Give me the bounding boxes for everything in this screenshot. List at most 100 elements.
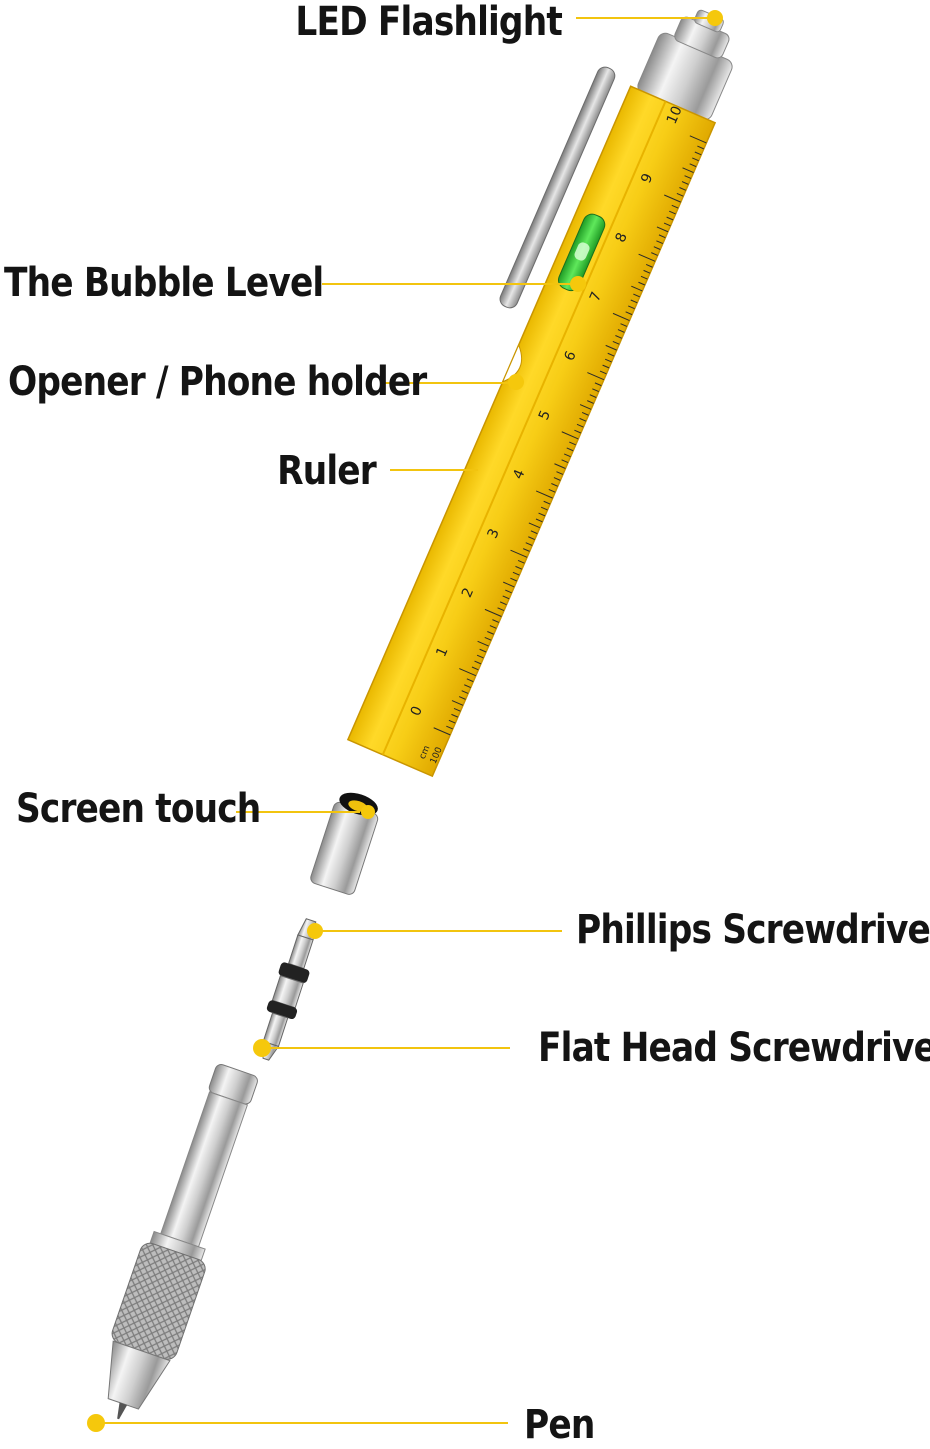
ruler-tick: [510, 577, 518, 582]
ruler-tick: [574, 429, 582, 434]
ruler-tick: [548, 488, 556, 493]
ruler-tick: [502, 595, 510, 600]
flathead-dot: [253, 1039, 271, 1057]
label-bubble-level: The Bubble Level: [4, 260, 324, 306]
label-ruler: Ruler: [277, 448, 377, 494]
ruler-tick: [466, 678, 474, 683]
ruler-tick: [464, 684, 471, 688]
ruler-tick: [631, 285, 643, 292]
ruler-tick: [602, 364, 610, 369]
ruler-tick: [499, 601, 507, 606]
phillips-dot: [307, 923, 323, 939]
ruler-tick: [666, 216, 674, 221]
label-screen-touch: Screen touch: [16, 786, 261, 832]
ruler-tick: [484, 636, 492, 641]
ruler-tick: [543, 500, 551, 505]
ruler-tick: [689, 135, 707, 144]
ruler-tick: [492, 619, 500, 623]
ruler-tick: [459, 668, 477, 677]
ruler-tick: [607, 352, 615, 357]
ruler-tick: [563, 453, 571, 458]
ruler-tick: [479, 648, 487, 653]
ruler-tick: [569, 441, 576, 446]
ruler-tick: [640, 275, 648, 280]
label-pen: Pen: [524, 1402, 595, 1448]
ruler-tick: [451, 713, 459, 718]
label-phillips-screwdriver: Phillips Screwdriver: [576, 907, 930, 953]
ruler-tick: [617, 329, 625, 333]
ruler-tick: [620, 323, 628, 327]
ruler-tick: [589, 394, 597, 398]
ruler-tick: [653, 246, 661, 250]
ruler-tick: [484, 608, 502, 617]
ruler-tick: [592, 388, 599, 393]
ruler-tick: [681, 181, 689, 185]
ruler-tick: [525, 542, 533, 546]
ruler-tick: [612, 340, 620, 345]
silver-pen: [107, 1064, 258, 1420]
ruler-tick: [540, 506, 548, 511]
ruler-tick: [517, 559, 525, 564]
ruler-tick: [587, 400, 594, 404]
ruler-tick: [487, 631, 494, 635]
opener-dot: [508, 374, 524, 390]
ruler-tick: [461, 690, 469, 694]
pocket-clip: [499, 66, 616, 309]
ruler-tick: [448, 719, 456, 724]
ruler-tick: [510, 549, 528, 558]
ruler-tick: [477, 640, 489, 647]
ruler-tick: [433, 727, 451, 736]
ruler-tick: [643, 269, 651, 274]
ruler-tick: [561, 431, 579, 440]
ruler-tick: [612, 312, 630, 321]
ruler-tick: [633, 293, 640, 298]
ruler-tick: [671, 204, 679, 209]
ruler-tick: [497, 607, 505, 612]
ruler-tick: [453, 707, 461, 712]
ruler-tick: [505, 589, 512, 594]
ruler-tick: [676, 192, 684, 197]
screen-dot: [361, 805, 375, 819]
ruler-tick: [451, 700, 464, 706]
ruler-tick: [561, 459, 569, 464]
ruler-tick: [556, 471, 564, 475]
ruler-tick: [697, 145, 704, 150]
ruler-tick: [471, 666, 479, 671]
ruler-tick: [522, 548, 530, 552]
ruler-tick: [535, 518, 543, 523]
ruler-tick: [535, 490, 553, 499]
opener-notch: [501, 343, 523, 383]
ruler-tick: [538, 512, 546, 517]
ruler-tick: [512, 571, 520, 576]
ruler-tick: [553, 477, 561, 481]
ruler-tick: [554, 463, 566, 469]
ruler-tick: [630, 299, 638, 304]
knurled-grip: [111, 1242, 206, 1360]
ruler-tick: [638, 253, 656, 262]
ruler-tick: [528, 536, 535, 541]
ruler-tick: [625, 311, 633, 316]
ruler-tick: [692, 157, 699, 162]
ruler-tick: [503, 581, 515, 588]
ruler-tick: [599, 370, 607, 375]
ruler-tick: [689, 163, 697, 168]
ruler-tick: [651, 252, 658, 256]
ruler-tick: [604, 358, 612, 363]
ruler-tick: [679, 187, 687, 191]
ruler-tick: [605, 344, 617, 351]
ruler-tick: [579, 417, 587, 422]
ruler-tick: [628, 305, 635, 310]
label-led-flashlight: LED Flashlight: [295, 0, 562, 45]
ruler-tick: [566, 447, 574, 452]
ruler-tick: [664, 194, 681, 203]
ruler-tick: [551, 483, 558, 487]
ruler-scale: [433, 135, 707, 736]
ruler-tick: [638, 281, 646, 286]
ruler-tick: [458, 696, 466, 700]
leader-lines: [87, 10, 723, 1432]
pen-tip-dot: [87, 1414, 105, 1432]
screen-touch-cap: [310, 792, 379, 895]
ruler-tick: [528, 522, 541, 529]
